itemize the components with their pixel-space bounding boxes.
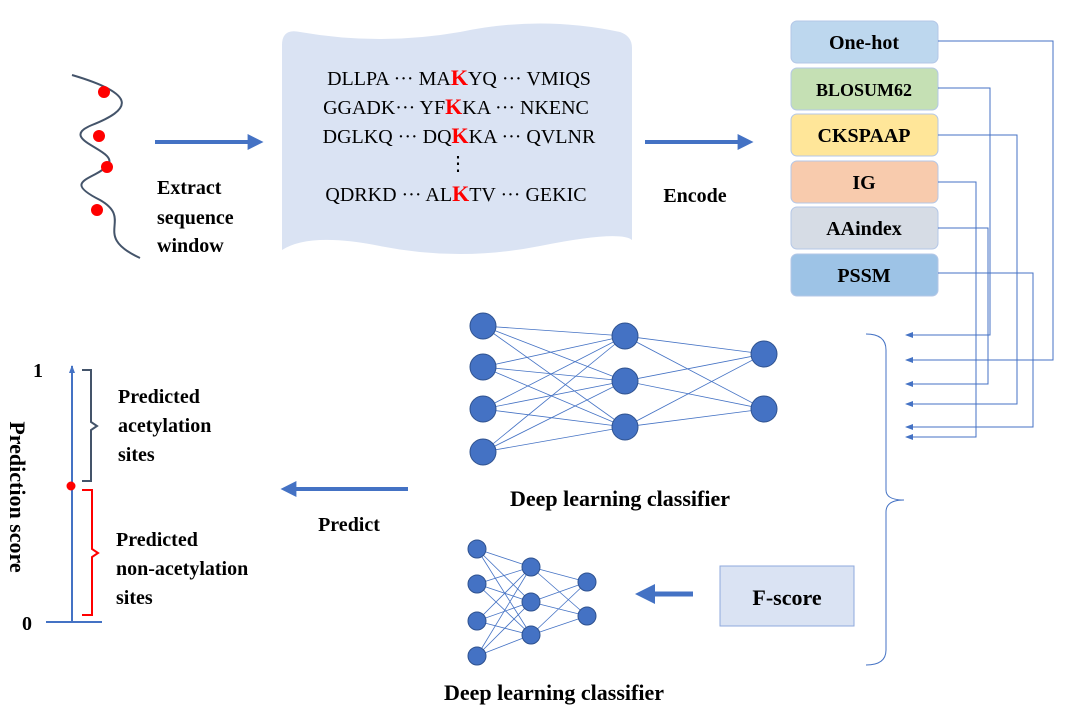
network-node [469, 312, 497, 340]
svg-text:IG: IG [852, 172, 876, 194]
bottom-classifier-label: Deep learning classifier [444, 680, 664, 705]
network-node [750, 340, 778, 368]
fscore-box [719, 565, 855, 627]
network-node [467, 539, 487, 559]
protein-strand [71, 74, 141, 259]
sequence-line: GGADK··· YFKKA ··· NKENC [323, 94, 589, 119]
network-node [469, 353, 497, 381]
network-node [611, 322, 639, 350]
top-neural-network [469, 312, 778, 466]
svg-text:AAindex: AAindex [826, 218, 902, 240]
encoding-ckspaap: CKSPAAP [790, 113, 939, 157]
non-acetylation-bracket [82, 489, 100, 616]
axis-title: Prediction score [5, 421, 30, 573]
axis-min-label: 0 [22, 613, 32, 635]
extract-label: Extract sequence window [157, 177, 239, 257]
network-node [750, 395, 778, 423]
prediction-score-axis: 1 0 Prediction score [5, 360, 102, 635]
svg-text:BLOSUM62: BLOSUM62 [816, 80, 912, 100]
network-node [469, 395, 497, 423]
network-node [467, 574, 487, 594]
network-node [577, 606, 597, 626]
network-node [521, 625, 541, 645]
sequence-line: DGLKQ ··· DQKKA ··· QVLNR [323, 123, 596, 148]
lysine-site-marker [91, 204, 103, 216]
encoding-boxes: One-hot BLOSUM62 CKSPAAP IG AAindex PSSM [790, 20, 939, 297]
svg-text:One-hot: One-hot [829, 32, 899, 54]
svg-text:PSSM: PSSM [837, 265, 890, 287]
encoding-aaindex: AAindex [790, 206, 939, 250]
fscore-label: F-score [752, 585, 821, 610]
sequence-panel [282, 23, 632, 254]
lysine-site-marker [98, 86, 110, 98]
vertical-ellipsis: ⋮ [448, 153, 468, 175]
sequence-line: DLLPA ··· MAKYQ ··· VMIQS [327, 65, 591, 90]
feature-bracket [865, 333, 905, 666]
network-node [467, 611, 487, 631]
predict-label: Predict [318, 514, 380, 536]
threshold-marker [66, 481, 76, 491]
predicted-acetylation-label: Predicted acetylation sites [118, 386, 216, 466]
svg-text:CKSPAAP: CKSPAAP [818, 125, 911, 147]
encoding-connectors [905, 40, 1054, 440]
sequence-line: QDRKD ··· ALKTV ··· GEKIC [325, 181, 586, 206]
bottom-neural-network [467, 539, 597, 666]
lysine-site-marker [101, 161, 113, 173]
encoding-pssm: PSSM [790, 253, 939, 297]
sequence-list: DLLPA ··· MAKYQ ··· VMIQS GGADK··· YFKKA… [323, 65, 596, 206]
network-node [521, 557, 541, 577]
top-classifier-label: Deep learning classifier [510, 486, 730, 511]
encoding-one-hot: One-hot [790, 20, 939, 64]
network-node [611, 413, 639, 441]
encoding-ig: IG [790, 160, 939, 204]
encoding-blosum62: BLOSUM62 [790, 67, 939, 111]
network-node [521, 592, 541, 612]
encode-label: Encode [663, 185, 726, 207]
axis-max-label: 1 [33, 360, 43, 382]
acetylation-bracket [82, 369, 99, 482]
lysine-site-marker [93, 130, 105, 142]
network-node [469, 438, 497, 466]
network-node [577, 572, 597, 592]
network-node [467, 646, 487, 666]
network-node [611, 367, 639, 395]
predicted-non-acetylation-label: Predicted non-acetylation sites [116, 529, 253, 609]
